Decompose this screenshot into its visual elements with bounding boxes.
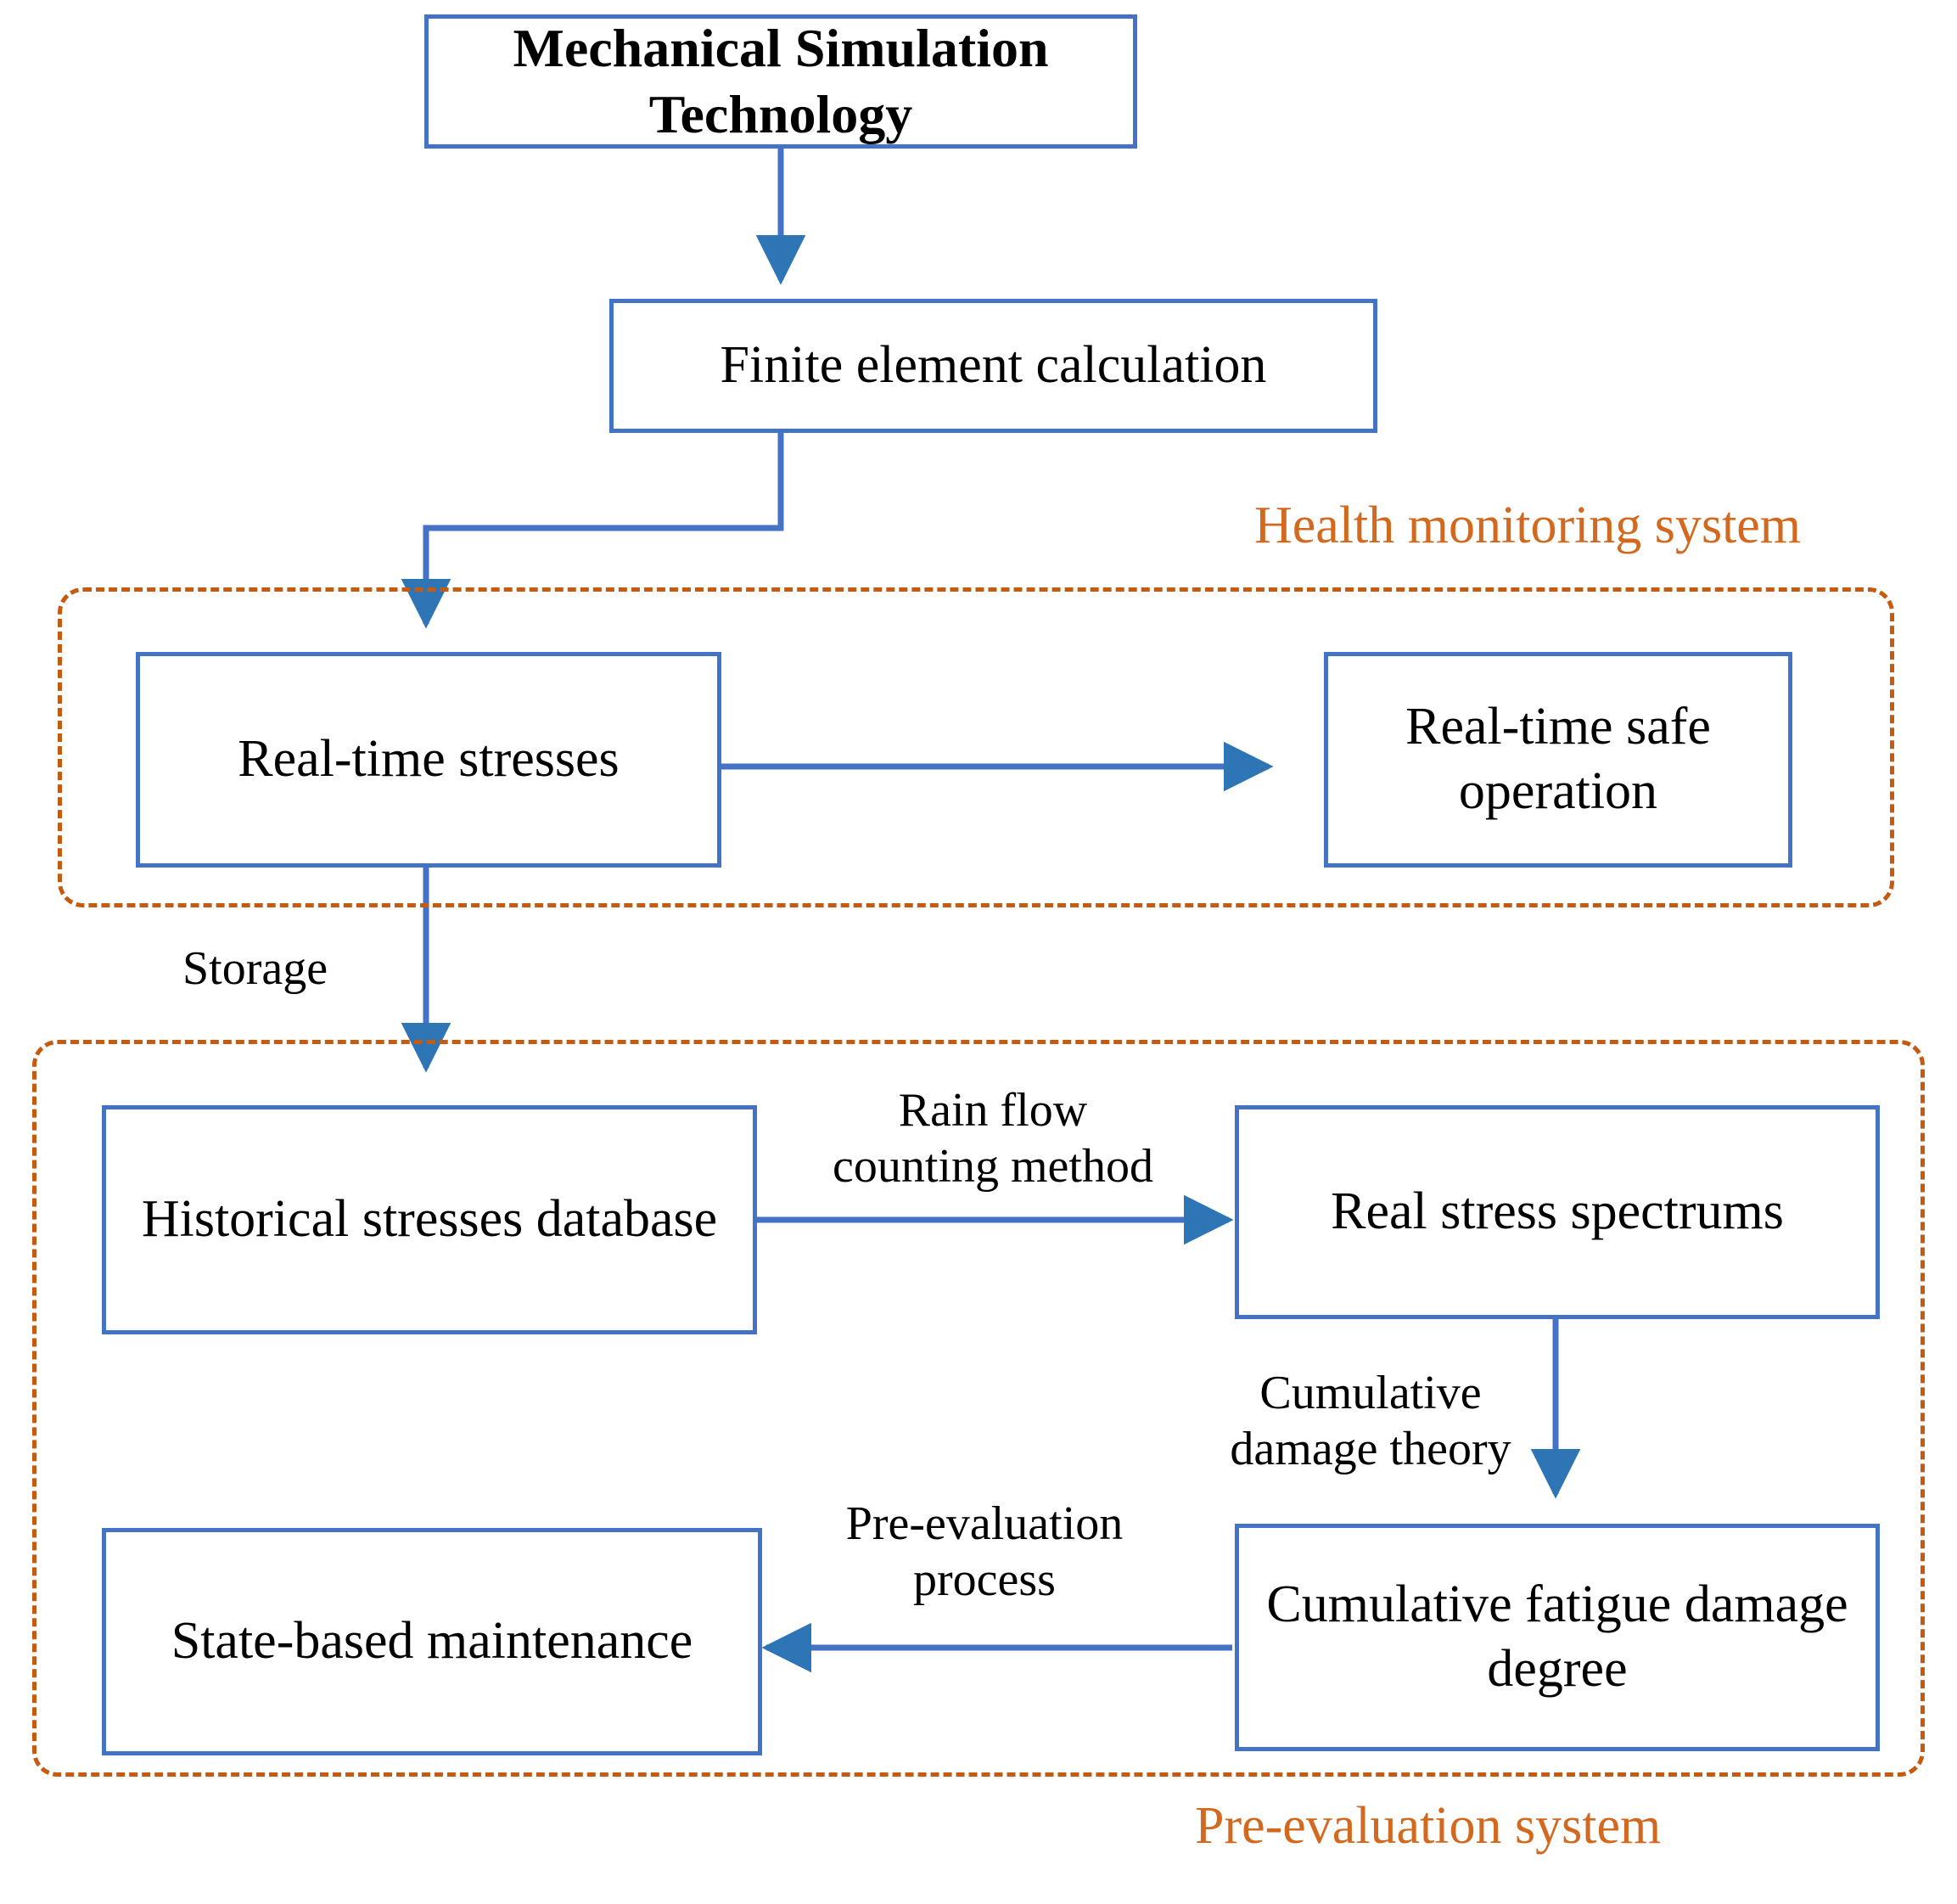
node-label-historical-stresses-database: Historical stresses database [141,1190,718,1249]
node-label-real-time-safe-operation: Real-time safe operation [1405,698,1711,820]
node-finite-element-calculation[interactable]: Finite element calculation [609,299,1377,433]
node-label-state-based-maintenance: State-based maintenance [171,1612,693,1671]
group-pre-evaluation-system [32,1040,1925,1777]
node-real-stress-spectrums[interactable]: Real stress spectrums [1235,1105,1880,1319]
node-state-based-maintenance[interactable]: State-based maintenance [102,1528,762,1755]
group-label-pre-evaluation-system: Pre-evaluation system [1195,1797,1662,1855]
edge-label-rain-flow-counting-method: Rain flow counting method [833,1084,1153,1194]
node-historical-stresses-database[interactable]: Historical stresses database [102,1105,757,1334]
group-health-monitoring-system [58,587,1894,907]
node-real-time-safe-operation[interactable]: Real-time safe operation [1324,652,1792,868]
node-mechanical-simulation-technology[interactable]: Mechanical Simulation Technology [424,14,1137,149]
edge-label-cumulative-damage-theory: Cumulative damage theory [1230,1367,1511,1476]
node-label-cumulative-fatigue-damage-degree: Cumulative fatigue damage degree [1266,1575,1848,1698]
edge-label-storage: Storage [182,942,328,995]
edge-label-pre-evaluation-process: Pre-evaluation process [845,1497,1124,1607]
node-label-real-stress-spectrums: Real stress spectrums [1331,1182,1784,1241]
node-label-real-time-stresses: Real-time stresses [238,730,620,789]
node-real-time-stresses[interactable]: Real-time stresses [136,652,721,868]
node-cumulative-fatigue-damage-degree[interactable]: Cumulative fatigue damage degree [1235,1524,1880,1751]
node-label-mechanical-simulation-technology: Mechanical Simulation Technology [513,17,1049,144]
group-label-health-monitoring-system: Health monitoring system [1254,497,1802,554]
node-label-finite-element-calculation: Finite element calculation [720,336,1267,395]
